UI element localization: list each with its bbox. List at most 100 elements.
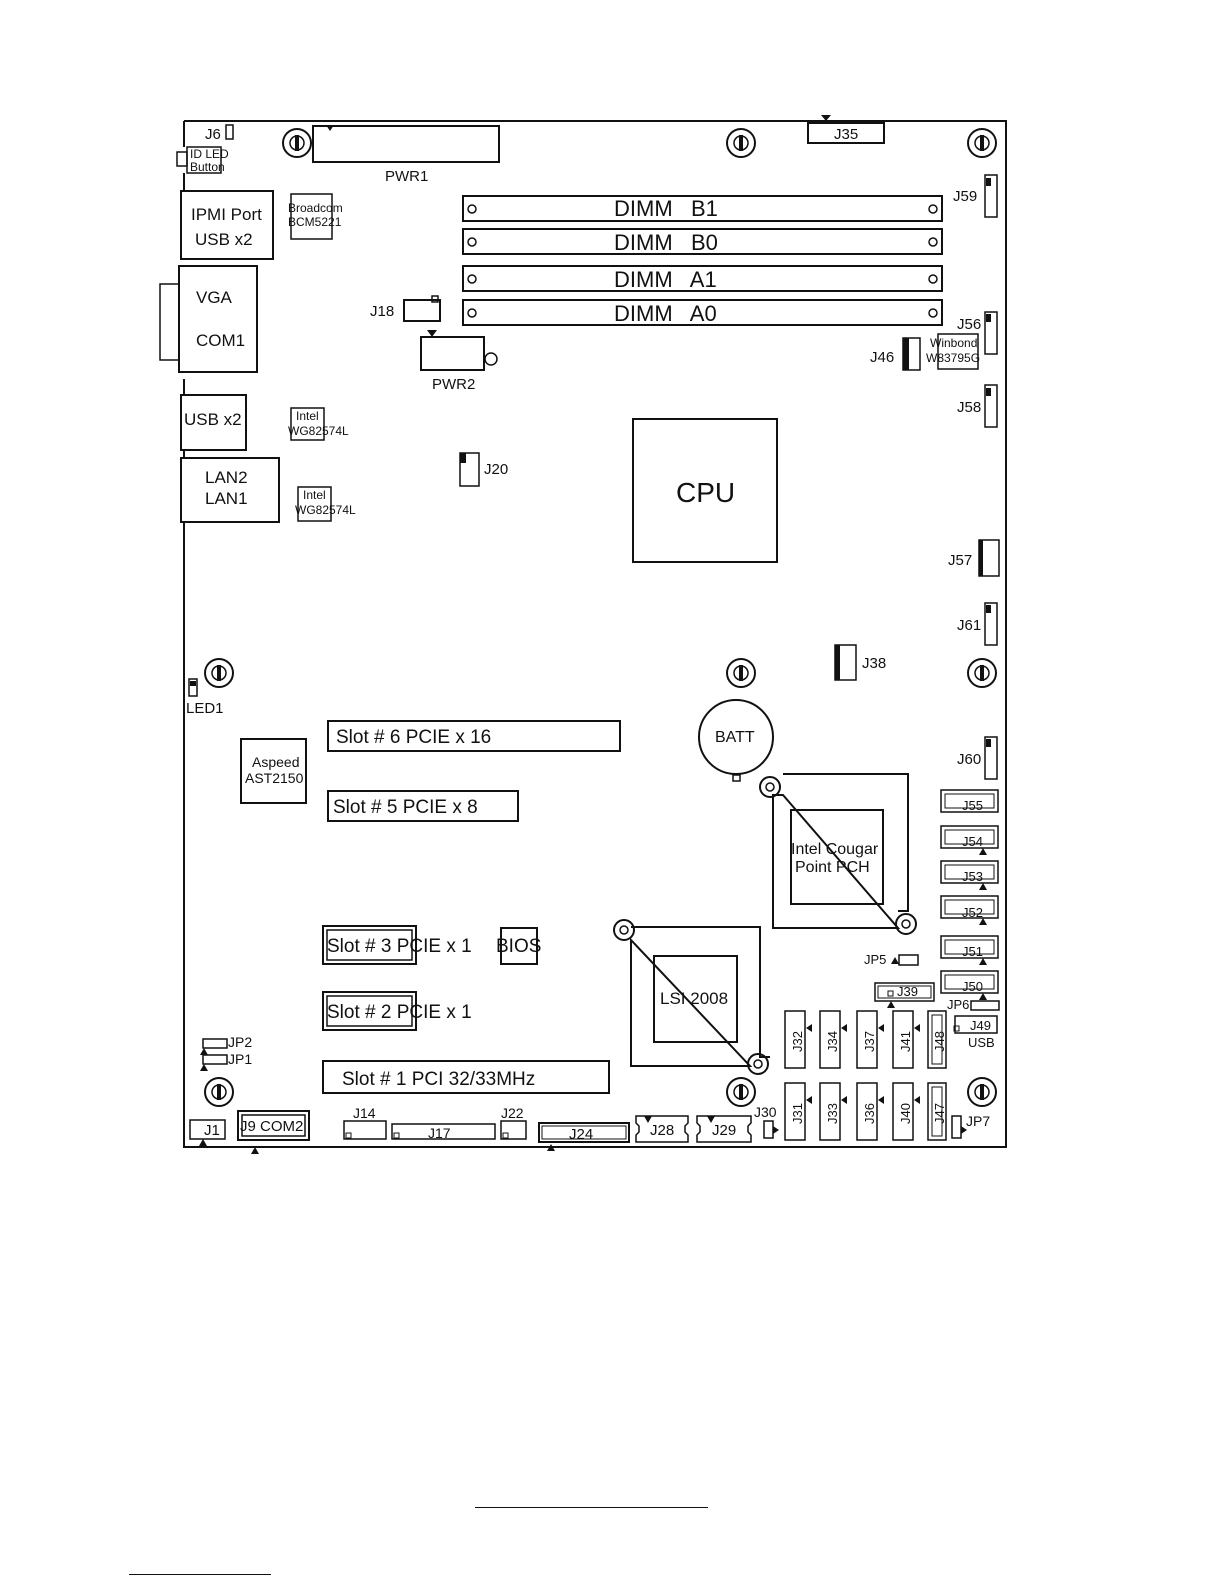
pwr1-label: PWR1 (385, 168, 428, 185)
slot3-label: Slot # 3 PCIE x 1 (327, 936, 472, 957)
aspeed-label: Aspeed (252, 754, 299, 770)
j58-header (984, 384, 998, 428)
footer-rule-left (129, 1574, 271, 1575)
j18-connector (403, 299, 441, 322)
j14-header (343, 1120, 387, 1140)
j22-header (500, 1120, 527, 1140)
jp5-label: JP5 (864, 952, 886, 967)
slot1-label: Slot # 1 PCI 32/33MHz (342, 1069, 535, 1090)
sata-connector-j34 (819, 1010, 847, 1069)
j60-header (984, 736, 998, 780)
j35-label: J35 (834, 126, 858, 143)
pci-slot-1 (322, 1060, 610, 1094)
mounting-hole (726, 128, 756, 158)
j22-label: J22 (501, 1105, 524, 1121)
dimm-slot-a0 (462, 299, 943, 326)
sata-connector-j53 (940, 860, 999, 890)
j37-label: J37 (862, 1031, 877, 1052)
lsi-label: LSI 2008 (660, 989, 728, 1008)
dimm-slot-a1 (462, 265, 943, 292)
j28-connector (635, 1115, 689, 1143)
j17-label: J17 (428, 1125, 451, 1141)
sata-connector-j50 (940, 970, 999, 1000)
j61-header (984, 602, 998, 646)
cpu-label: CPU (676, 477, 735, 508)
j50-label: J50 (962, 979, 983, 994)
lan1-label: LAN1 (205, 489, 248, 508)
pcie-slot-5 (327, 790, 519, 822)
ipmi-usb-label: USB x2 (195, 230, 253, 249)
mounting-hole (726, 658, 756, 688)
dimm-a1-label: DIMM A1 (614, 267, 717, 292)
j17-header (391, 1123, 496, 1140)
broadcom-label: Broadcom (288, 201, 343, 215)
broadcom-chip (290, 193, 333, 240)
mounting-hole (967, 1077, 997, 1107)
j32-label: J32 (790, 1031, 805, 1052)
intel-nic-chip-2 (297, 486, 332, 522)
j31-label: J31 (790, 1103, 805, 1124)
j20-header (459, 452, 480, 487)
j28-label: J28 (650, 1122, 674, 1139)
vga-com1-port (178, 265, 258, 373)
j47-label: J47 (932, 1103, 947, 1124)
jp1-label: JP1 (228, 1051, 252, 1067)
jp6-jumper (970, 1000, 1000, 1011)
j1-connector (189, 1119, 226, 1140)
mounting-hole (726, 1077, 756, 1107)
jp7-label: JP7 (966, 1113, 990, 1129)
intel-nic-2-model-label: WG82574L (295, 503, 356, 517)
j61-label: J61 (957, 617, 981, 634)
j54-label: J54 (962, 834, 983, 849)
winbond-label: Winbond (930, 336, 977, 350)
usb-header-j47 (927, 1082, 947, 1141)
vga-label: VGA (196, 288, 233, 307)
com1-label: COM1 (196, 331, 245, 350)
j20-label: J20 (484, 461, 508, 478)
jp1-jumper (202, 1054, 228, 1065)
ipmi-usb-port (180, 190, 274, 260)
sata-connector-j54 (940, 825, 999, 855)
slot5-label: Slot # 5 PCIE x 8 (333, 797, 478, 818)
ipmi-port-label: IPMI Port (191, 205, 262, 224)
j24-label: J24 (569, 1126, 593, 1143)
id-led-label-2: Button (190, 160, 225, 174)
j6-jumper (225, 124, 234, 140)
j33-label: J33 (825, 1103, 840, 1124)
pwr2-connector (420, 330, 498, 371)
j49-usb-header (954, 1015, 998, 1034)
lsi-heatsink (613, 919, 770, 1075)
j53-label: J53 (962, 869, 983, 884)
cpu-socket (632, 418, 778, 563)
pch-heatsink (759, 773, 917, 935)
broadcom-model-label: BCM5221 (288, 215, 342, 229)
aspeed-chip (240, 738, 307, 804)
slot2-label: Slot # 2 PCIE x 1 (327, 1002, 472, 1023)
mounting-hole (967, 128, 997, 158)
j59-header (984, 174, 998, 218)
pwr2-label: PWR2 (432, 376, 475, 393)
j35-connector (807, 122, 885, 144)
jp5-jumper (898, 954, 919, 966)
id-led-label: ID LED (190, 147, 229, 161)
sata-connector-j41 (892, 1010, 920, 1069)
sata-connector-j36 (856, 1082, 884, 1141)
j38-label: J38 (862, 655, 886, 672)
intel-nic-1-label: Intel (296, 409, 319, 423)
j29-connector (696, 1115, 752, 1143)
j36-label: J36 (862, 1103, 877, 1124)
jp7-jumper (951, 1115, 962, 1139)
j9-com2-label: J9 COM2 (240, 1118, 303, 1135)
j48-label: J48 (932, 1031, 947, 1052)
j40-label: J40 (898, 1103, 913, 1124)
j14-label: J14 (353, 1105, 376, 1121)
dimm-b1-label: DIMM B1 (614, 196, 718, 221)
j39-connector (874, 982, 935, 1008)
usb-label: USB (968, 1035, 995, 1050)
pch-label-2: Point PCH (795, 859, 870, 876)
winbond-chip (937, 333, 979, 370)
j60-label: J60 (957, 751, 981, 768)
led1 (188, 678, 198, 697)
j29-label: J29 (712, 1122, 736, 1139)
